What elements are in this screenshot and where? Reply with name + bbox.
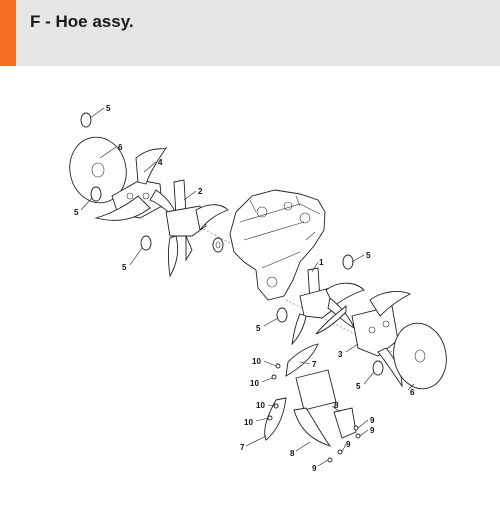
callout-label: 4 — [158, 158, 163, 167]
tine-assembly-1 — [291, 267, 365, 346]
header-accent-bar — [0, 0, 16, 66]
callout-label: 5 — [256, 324, 261, 333]
callout-label: 5 — [356, 382, 361, 391]
callout-label: 8 — [290, 449, 295, 458]
lock-pins — [80, 112, 384, 376]
callout-label: 3 — [338, 350, 343, 359]
callout-label: 5 — [74, 208, 79, 217]
hoe-assembly-diagram: 5 6 4 5 2 5 1 5 5 3 6 5 7 10 10 10 10 8 … — [69, 104, 447, 473]
callout-label: 2 — [198, 187, 203, 196]
callout-label: 6 — [410, 388, 415, 397]
gearbox-housing — [229, 189, 326, 301]
blade-set-lower — [264, 343, 357, 447]
callout-label: 5 — [122, 263, 127, 272]
callout-label: 8 — [334, 401, 339, 410]
callout-label: 9 — [312, 464, 317, 473]
callout-label: 5 — [366, 251, 371, 260]
callout-label: 10 — [250, 379, 259, 388]
callout-label: 10 — [256, 401, 265, 410]
callout-label: 6 — [118, 143, 123, 152]
tine-assembly-2 — [165, 179, 229, 278]
page-title: F - Hoe assy. — [30, 12, 134, 31]
callout-label: 9 — [346, 440, 351, 449]
tine-assembly-3 — [315, 291, 412, 388]
callout-label: 9 — [370, 416, 375, 425]
bolts-and-nuts — [267, 363, 361, 463]
leader-lines — [80, 107, 415, 467]
page-header: F - Hoe assy. — [0, 0, 500, 66]
callout-label: 1 — [319, 258, 324, 267]
callout-labels: 5 6 4 5 2 5 1 5 5 3 6 5 7 10 10 10 10 8 … — [74, 104, 415, 473]
axle-collar — [212, 237, 224, 253]
callout-label: 5 — [106, 104, 111, 113]
callout-label: 10 — [244, 418, 253, 427]
protective-disc-right — [393, 322, 447, 390]
callout-label: 7 — [240, 443, 245, 452]
protective-disc-left — [69, 136, 127, 204]
callout-label: 10 — [252, 357, 261, 366]
callout-label: 7 — [312, 360, 317, 369]
callout-label: 9 — [370, 426, 375, 435]
